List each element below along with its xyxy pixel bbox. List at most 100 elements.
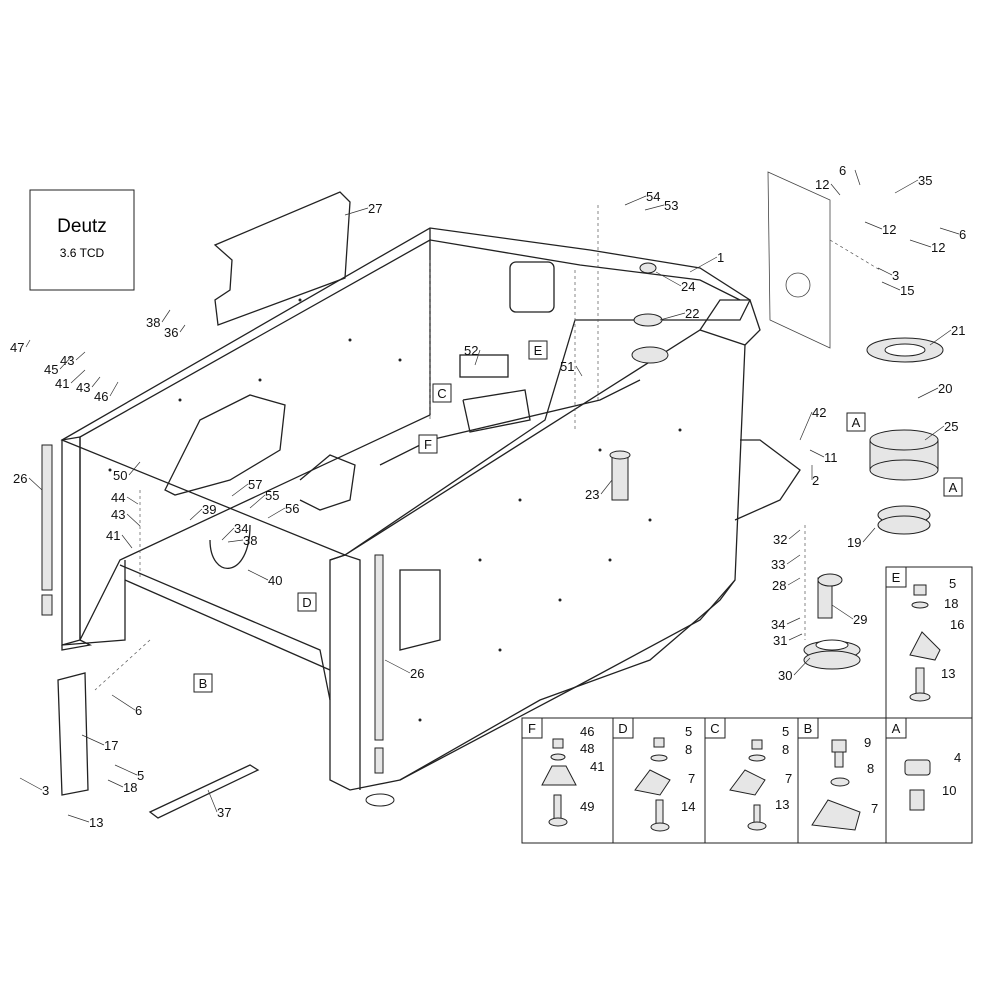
svg-text:8: 8: [782, 742, 789, 757]
callout-leader: [91, 376, 101, 388]
callout-number: 5: [137, 768, 144, 783]
svg-text:10: 10: [942, 783, 956, 798]
callout-number: 3: [892, 268, 899, 283]
callout-leader: [809, 449, 825, 458]
view-letter-box: [193, 673, 213, 693]
callout-number: 51: [560, 359, 574, 374]
callout-leader: [128, 461, 141, 476]
svg-text:E: E: [892, 570, 901, 585]
callout-number: 6: [959, 227, 966, 242]
callout-leader: [939, 227, 960, 235]
callout-number: 12: [931, 240, 945, 255]
view-letter: A: [949, 480, 958, 495]
callout-leader: [793, 657, 811, 676]
engine-subtitle: 3.6 TCD: [60, 246, 105, 260]
svg-text:46: 46: [580, 724, 594, 739]
callout-number: 36: [164, 325, 178, 340]
callout-leader: [655, 271, 682, 287]
view-letter-box: [432, 383, 452, 403]
callout-number: 11: [824, 450, 838, 465]
callout-number: 13: [89, 815, 103, 830]
callout-number: 31: [773, 633, 787, 648]
callout-leader: [75, 351, 86, 361]
callout-leader: [786, 617, 801, 625]
callout-leader: [231, 483, 249, 497]
callout-number: 1: [717, 250, 724, 265]
callout-number: 38: [243, 533, 257, 548]
detail-parts: [541, 584, 941, 832]
callout-number: 25: [944, 419, 958, 434]
callout-number: 6: [135, 703, 142, 718]
callout-leader: [189, 508, 203, 521]
callout-leader: [924, 425, 945, 441]
callout-leader: [786, 554, 801, 565]
callout-leader: [126, 496, 139, 505]
callout-number: 3: [42, 783, 49, 798]
cover-plate: [213, 191, 351, 326]
callout-leader: [121, 534, 133, 549]
callout-number: 18: [123, 780, 137, 795]
svg-text:7: 7: [785, 771, 792, 786]
view-letter-box: [418, 434, 438, 454]
callout-leader: [788, 529, 801, 540]
callout-number: 39: [202, 502, 216, 517]
callout-number: 23: [585, 487, 599, 502]
callout-number: 19: [847, 535, 861, 550]
callout-leader: [70, 369, 86, 384]
callout-leader: [831, 604, 854, 620]
engine-title: Deutz: [57, 216, 107, 237]
view-letter-box: [297, 592, 317, 612]
engine-info-box: Deutz 3.6 TCD: [29, 189, 135, 291]
callout-number: 12: [815, 177, 829, 192]
callout-leader: [799, 411, 813, 441]
view-letter-box: [846, 412, 866, 432]
view-letter: A: [852, 415, 861, 430]
callout-leader: [207, 789, 218, 813]
callout-number: 15: [900, 283, 914, 298]
callout-number: 43: [60, 353, 74, 368]
callout-leader: [227, 539, 244, 543]
svg-text:7: 7: [871, 801, 878, 816]
callout-leader: [864, 221, 883, 230]
callout-number: 42: [812, 405, 826, 420]
callout-number: 38: [146, 315, 160, 330]
callout-numbers: 1233566611121212131517181920212223242526…: [10, 163, 966, 830]
callout-leader: [28, 477, 43, 491]
callout-leader: [267, 507, 286, 519]
callout-number: 26: [13, 471, 27, 486]
callout-number: 43: [111, 507, 125, 522]
svg-text:C: C: [710, 721, 719, 736]
assembly-lines: [94, 205, 881, 691]
callout-leader: [111, 694, 136, 711]
callout-leader: [788, 633, 803, 641]
callout-leader: [81, 734, 105, 746]
callout-leader: [689, 256, 718, 273]
svg-text:49: 49: [580, 799, 594, 814]
callout-leader: [881, 281, 901, 291]
callout-number: 57: [248, 477, 262, 492]
fitting-panel: [767, 171, 831, 349]
callout-leader: [862, 527, 876, 543]
callout-leader: [877, 267, 893, 276]
svg-text:13: 13: [775, 797, 789, 812]
callout-leader: [575, 365, 583, 377]
callout-leader: [854, 169, 861, 186]
strap: [148, 764, 260, 819]
callout-number: 30: [778, 668, 792, 683]
callout-number: 26: [410, 666, 424, 681]
callout-number: 40: [268, 573, 282, 588]
callout-leader: [25, 339, 31, 348]
callout-leader: [917, 387, 939, 399]
callout-number: 28: [772, 578, 786, 593]
view-letter: F: [424, 437, 432, 452]
callout-leader: [179, 324, 186, 333]
callout-number: 44: [111, 490, 125, 505]
svg-text:18: 18: [944, 596, 958, 611]
callout-number: 41: [55, 376, 69, 391]
callout-number: 50: [113, 468, 127, 483]
view-letter: C: [437, 386, 446, 401]
callout-leader: [19, 777, 43, 791]
hose: [209, 524, 251, 569]
